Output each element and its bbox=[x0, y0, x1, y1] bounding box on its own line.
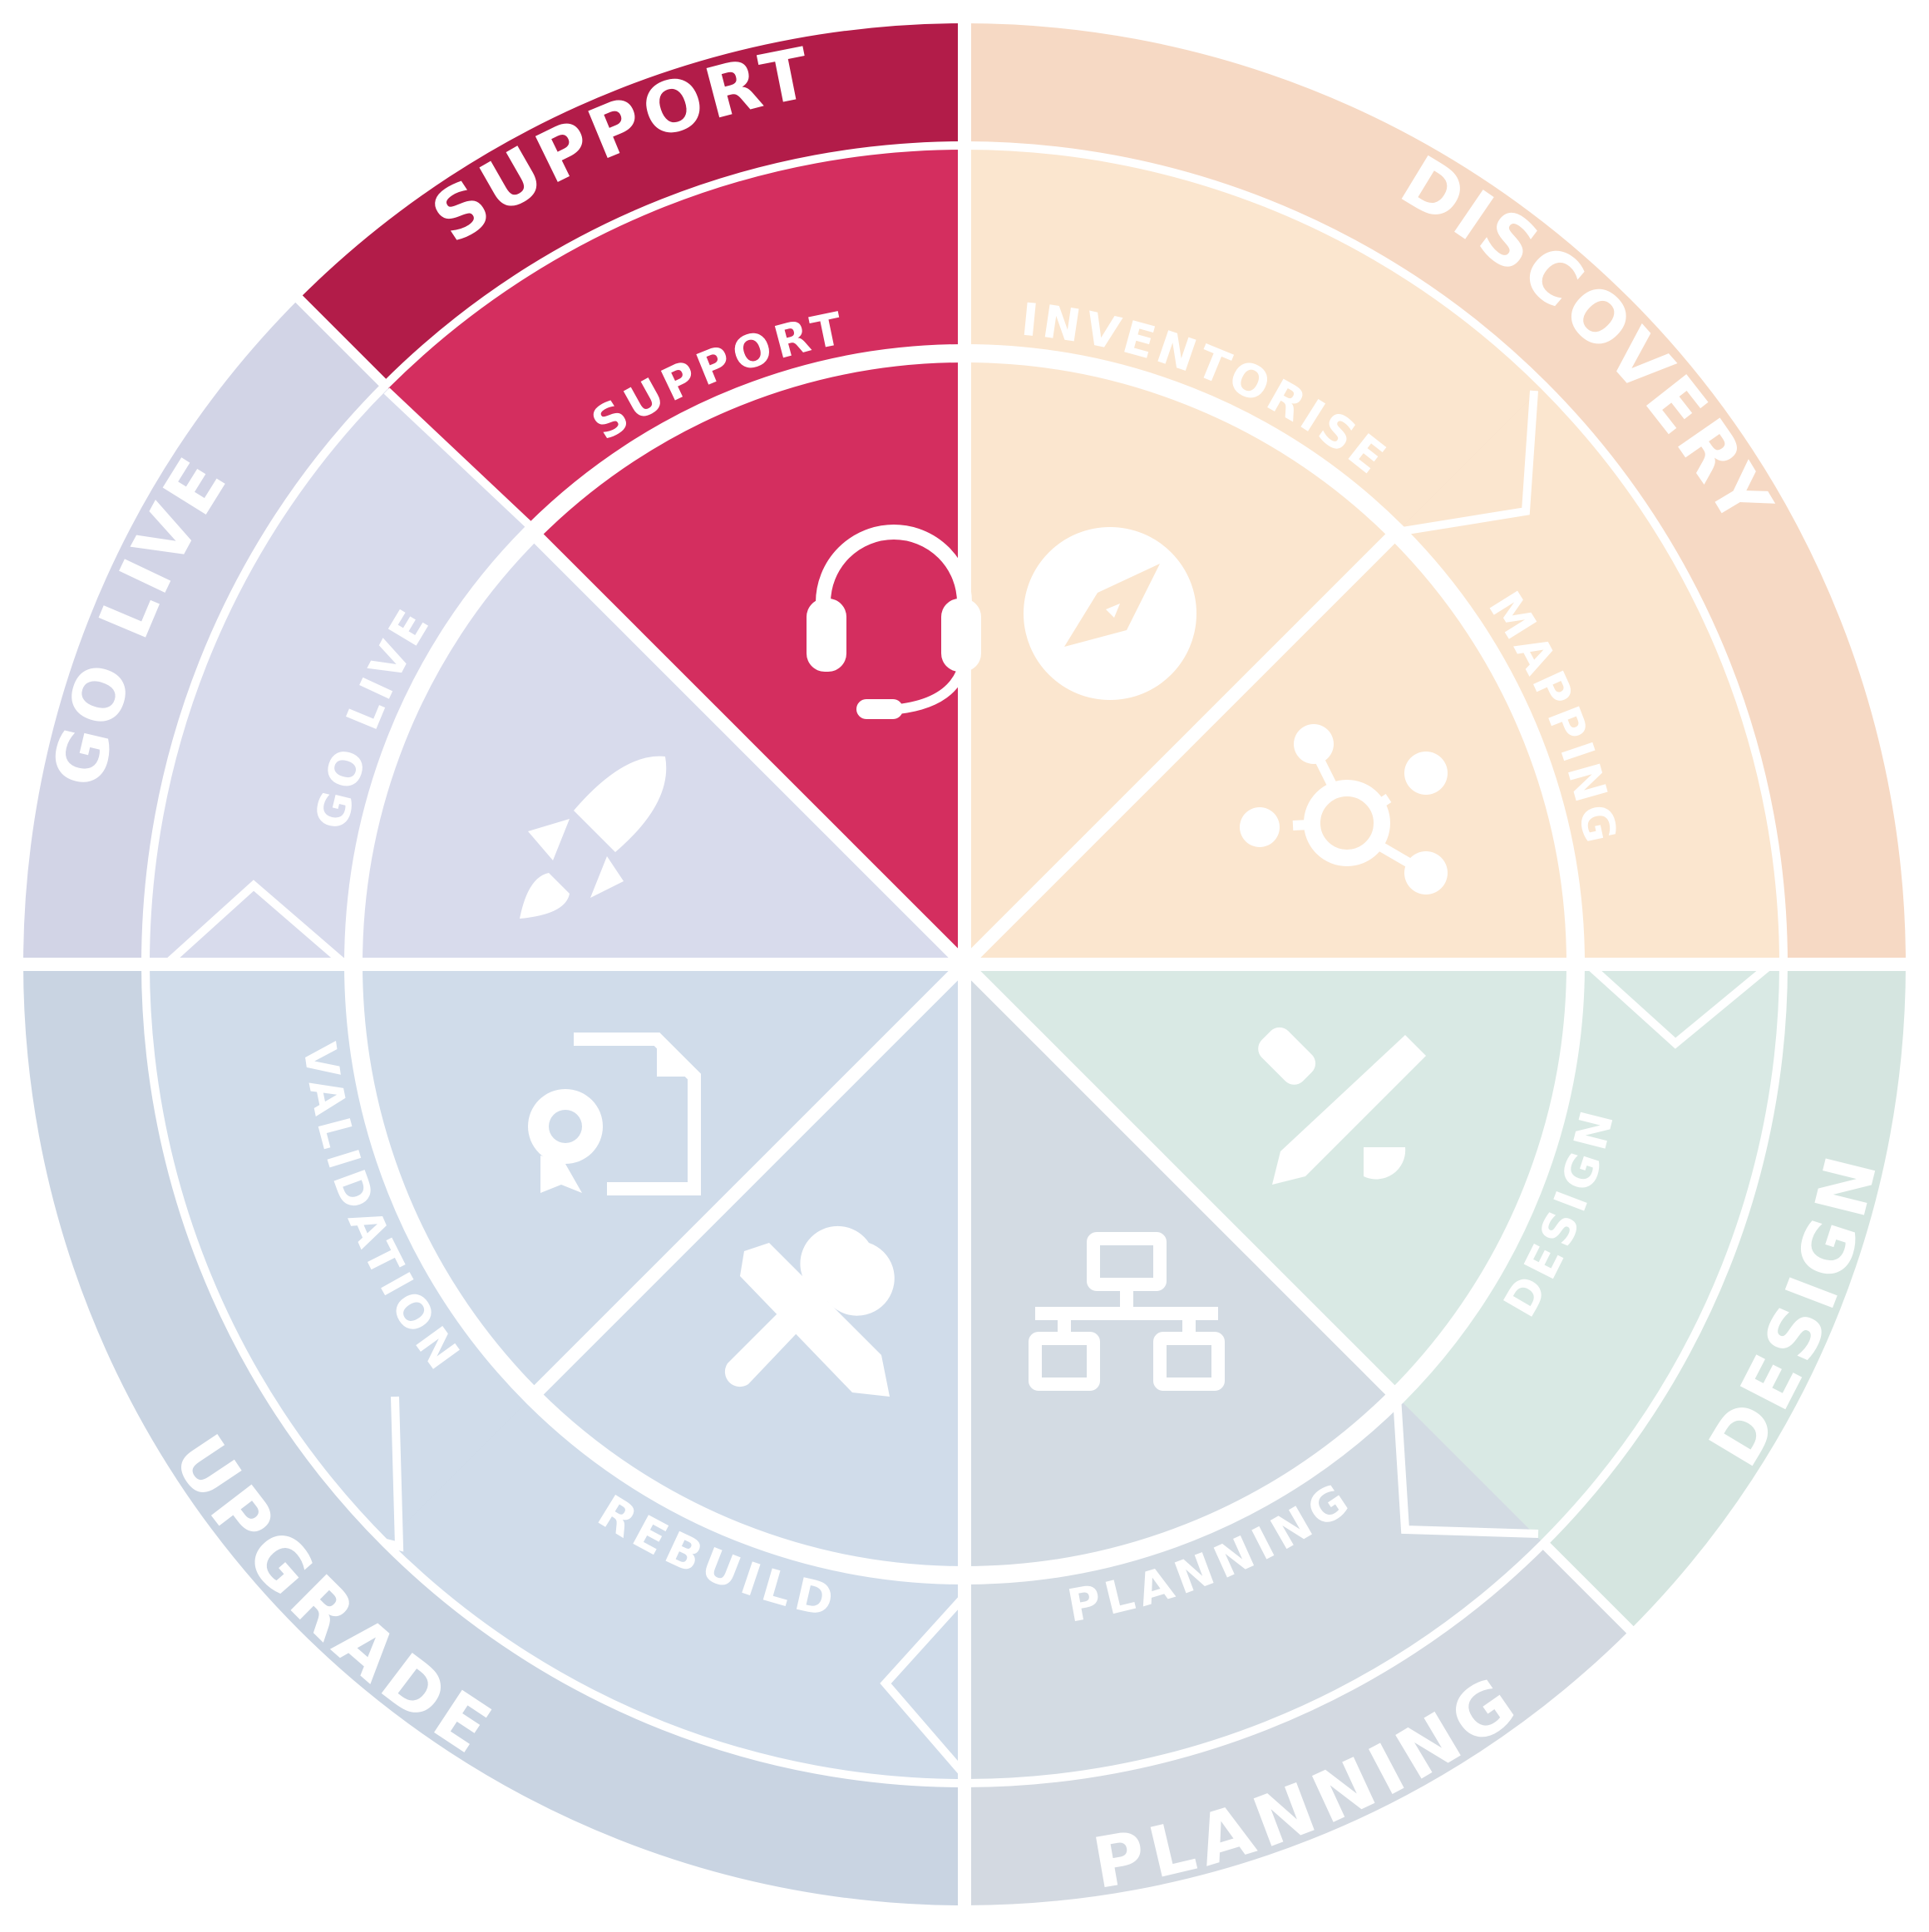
inner-golive-segment bbox=[353, 532, 964, 964]
inner-planning-segment bbox=[964, 964, 1397, 1576]
inner-design-segment bbox=[964, 964, 1576, 1397]
headset-icon bbox=[807, 525, 981, 719]
dividers bbox=[10, 10, 1919, 1919]
compass-icon bbox=[1024, 527, 1196, 700]
network-nodes-icon bbox=[1240, 724, 1448, 895]
inner-support-segment bbox=[532, 352, 964, 965]
icons bbox=[520, 525, 1448, 1397]
inner-validation-segment bbox=[353, 964, 964, 1397]
certificate-document-icon bbox=[528, 1033, 701, 1195]
sitemap-icon bbox=[1029, 1232, 1225, 1391]
pencil-ruler-icon bbox=[1258, 1027, 1426, 1185]
rocket-icon bbox=[520, 756, 667, 919]
tools-icon bbox=[724, 1225, 895, 1397]
